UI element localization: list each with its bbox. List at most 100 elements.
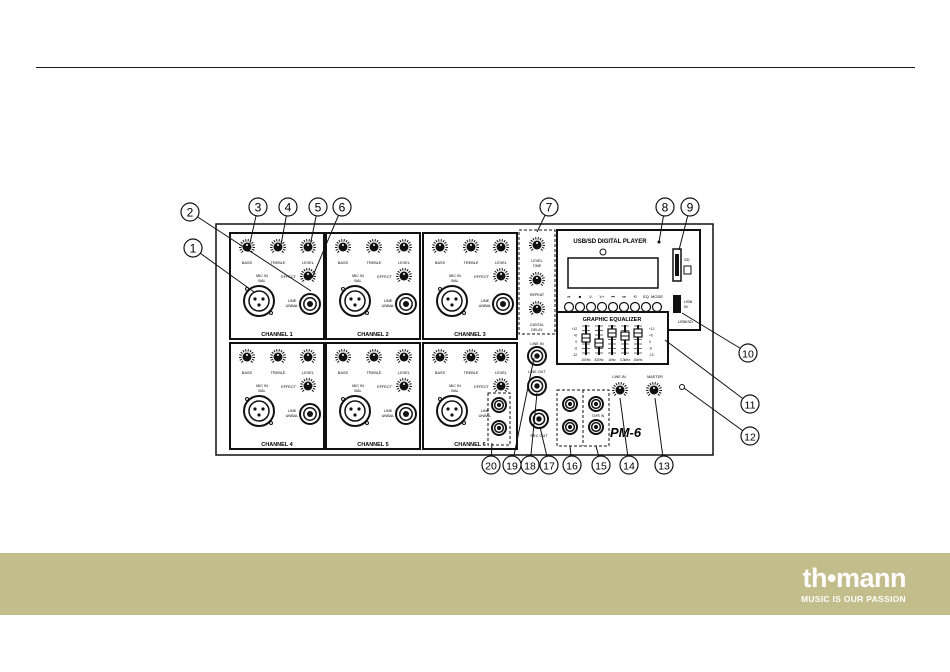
eq-scale-label: +12	[572, 327, 578, 331]
knob-tick	[283, 354, 286, 356]
knob-tick	[444, 241, 447, 245]
channel6-rca-jack-2[interactable]	[491, 420, 507, 436]
sd-slot-inner	[675, 254, 679, 276]
xlr-input[interactable]	[339, 395, 371, 427]
player-button[interactable]	[596, 301, 608, 313]
treble-label: TREBLE	[367, 261, 382, 265]
knob-indicator	[536, 242, 538, 244]
treble-knob[interactable]	[365, 349, 383, 364]
player-button[interactable]	[651, 301, 663, 313]
callout-circle	[591, 455, 611, 475]
player-button[interactable]	[607, 301, 619, 313]
effect-knob[interactable]	[492, 268, 510, 283]
treble-knob[interactable]	[269, 349, 287, 364]
bass-knob[interactable]	[334, 239, 352, 254]
line-input-jack[interactable]	[395, 403, 417, 425]
bass-knob[interactable]	[431, 239, 449, 254]
player-button[interactable]	[640, 301, 652, 313]
bass-knob[interactable]	[238, 349, 256, 364]
jack-hole	[593, 424, 599, 430]
line-in-level-knob[interactable]	[611, 382, 629, 397]
knob-indicator	[619, 387, 621, 389]
player-button[interactable]	[574, 301, 586, 313]
line-out-jack[interactable]	[527, 376, 547, 396]
rca-jack-2[interactable]	[562, 419, 578, 435]
knob-cap	[303, 242, 313, 252]
xlr-pin	[261, 407, 265, 411]
eq-band-label: 1kHz	[608, 358, 616, 362]
brand-name: th•mann	[802, 563, 907, 593]
fx-time-knob[interactable]	[528, 272, 546, 287]
knob-tick	[506, 354, 509, 356]
knob-tick	[378, 351, 381, 355]
player-button[interactable]	[618, 301, 630, 313]
level-knob[interactable]	[492, 239, 510, 254]
knob-tick	[539, 237, 542, 241]
xlr-input[interactable]	[339, 285, 371, 317]
effect-knob[interactable]	[492, 378, 510, 393]
callout-circle	[655, 197, 675, 217]
knob-tick	[378, 248, 382, 251]
treble-knob[interactable]	[462, 349, 480, 364]
bass-knob[interactable]	[334, 349, 352, 364]
knob-cap	[649, 385, 659, 395]
knob-indicator	[536, 277, 538, 279]
knob-tick	[504, 389, 508, 393]
rec-out-jack[interactable]	[529, 409, 549, 429]
knob-tick	[505, 358, 509, 361]
rca-jack-1[interactable]	[562, 396, 578, 412]
line-label: LINE	[384, 409, 393, 413]
xlr-input[interactable]	[436, 285, 468, 317]
callout-number: 12	[744, 431, 756, 443]
channel-name: CHANNEL 4	[261, 442, 293, 448]
effect-knob[interactable]	[395, 268, 413, 283]
knob-tick	[270, 358, 274, 361]
player-button[interactable]	[629, 301, 641, 313]
xlr-input[interactable]	[436, 395, 468, 427]
knob-tick	[251, 351, 254, 355]
bass-label: BASS	[435, 371, 446, 375]
knob-tick	[311, 360, 315, 364]
rec-out-label: REC OUT	[530, 434, 548, 438]
knob-tick	[433, 241, 436, 245]
knob-tick	[506, 273, 509, 275]
player-button[interactable]	[563, 301, 575, 313]
knob-tick	[530, 248, 534, 252]
knob-tick	[251, 241, 254, 245]
callout-5: 5	[308, 197, 328, 217]
treble-knob[interactable]	[365, 239, 383, 254]
knob-tick	[408, 380, 411, 384]
treble-knob[interactable]	[462, 239, 480, 254]
channel6-rca-jack-1[interactable]	[491, 397, 507, 413]
jack-hole	[567, 401, 573, 407]
fx-level-knob[interactable]	[528, 237, 546, 252]
master-volume-knob[interactable]	[645, 382, 663, 397]
usb-port[interactable]	[673, 295, 681, 313]
callout-circle	[481, 455, 501, 475]
fx-repeat-knob[interactable]	[528, 301, 546, 316]
level-knob[interactable]	[395, 239, 413, 254]
knob-indicator	[403, 244, 405, 246]
xlr-pin	[357, 407, 361, 411]
line-input-jack[interactable]	[299, 293, 321, 315]
effect-knob[interactable]	[299, 378, 317, 393]
effect-knob[interactable]	[299, 268, 317, 283]
xlr-input[interactable]	[243, 285, 275, 317]
rca-jack-3[interactable]	[588, 396, 604, 412]
knob-tick	[505, 380, 508, 384]
rca-jack-4[interactable]	[588, 419, 604, 435]
line-input-jack[interactable]	[395, 293, 417, 315]
knob-tick	[493, 277, 497, 280]
line-input-jack[interactable]	[492, 293, 514, 315]
level-knob[interactable]	[395, 349, 413, 364]
player-button[interactable]	[585, 301, 597, 313]
knob-tick	[399, 378, 402, 382]
line-in-jack[interactable]	[527, 346, 547, 366]
bass-knob[interactable]	[431, 349, 449, 364]
effect-knob[interactable]	[395, 378, 413, 393]
knob-tick	[494, 241, 497, 245]
level-knob[interactable]	[492, 349, 510, 364]
xlr-input[interactable]	[243, 395, 275, 427]
line-input-jack[interactable]	[299, 403, 321, 425]
level-knob[interactable]	[299, 349, 317, 364]
